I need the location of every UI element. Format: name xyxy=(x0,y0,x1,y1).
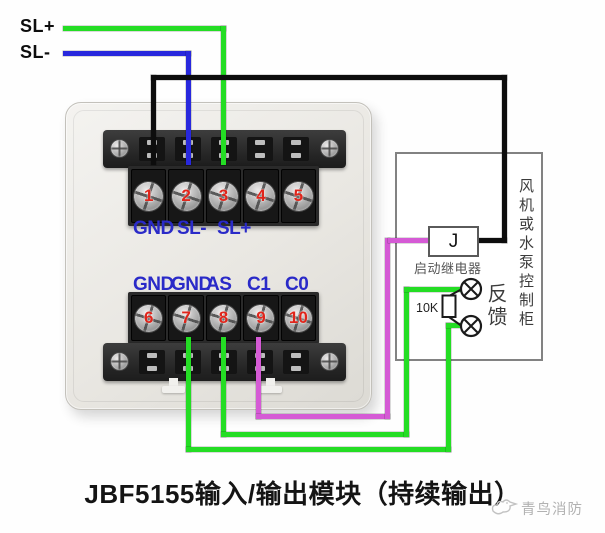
terminal-number: 9 xyxy=(256,308,266,327)
qingniao-bird-logo-icon xyxy=(491,499,519,515)
terminal-number: 2 xyxy=(181,186,191,205)
terminal-6: 6 xyxy=(131,295,167,341)
sl-plus-label: SL+ xyxy=(20,16,56,36)
as-feedback-wire-segment xyxy=(404,287,462,292)
label-sl-minus: SL- xyxy=(177,218,207,239)
module-bottom-clip xyxy=(259,378,282,393)
label-as: AS xyxy=(206,274,232,295)
sl-minus-label: SL- xyxy=(20,42,51,62)
gnd-feedback-wire-segment xyxy=(446,323,462,328)
terminal-number: 6 xyxy=(143,308,154,327)
black-wire-segment xyxy=(502,75,507,243)
c1-wire-segment xyxy=(256,414,390,419)
gnd-feedback-wire-segment xyxy=(446,323,451,452)
terminal-8: 8 xyxy=(205,295,242,341)
start-relay-letter: J xyxy=(448,230,459,252)
control-cabinet-name: 风机或水泵控制柜 xyxy=(517,178,534,330)
terminal-number: 8 xyxy=(218,308,229,327)
terminal-5: 5 xyxy=(280,169,317,223)
label-c1: C1 xyxy=(247,274,271,295)
wire-slot xyxy=(283,137,309,161)
screw-icon xyxy=(111,353,128,370)
sl-minus-wire-segment xyxy=(186,51,191,165)
c1-wire-segment xyxy=(385,238,390,419)
c1-wire-segment xyxy=(256,337,261,419)
sl-plus-wire-segment xyxy=(63,26,226,31)
terminal-10: 10 xyxy=(280,295,317,341)
as-feedback-wire-segment xyxy=(221,432,409,437)
module-bottom-clip xyxy=(162,378,185,393)
terminal-4: 4 xyxy=(242,169,280,223)
wire-slot xyxy=(139,350,165,374)
black-wire-segment xyxy=(475,238,507,243)
label-gnd-6: GND xyxy=(133,274,174,295)
resistor-10k-symbol xyxy=(441,294,457,318)
terminal-1: 1 xyxy=(130,169,167,223)
feedback-terminal-lower-icon xyxy=(459,314,483,338)
terminal-number: 3 xyxy=(218,186,229,205)
start-relay-caption: 启动继电器 xyxy=(414,261,482,276)
module-inner-face xyxy=(73,110,364,402)
feedback-label: 反馈 xyxy=(484,283,506,329)
terminal-3: 3 xyxy=(205,169,242,223)
wire-slot xyxy=(247,137,273,161)
feedback-terminal-upper-icon xyxy=(459,277,483,301)
screw-icon xyxy=(321,353,338,370)
bottom-terminal-block: 6 7 8 9 10 xyxy=(128,292,319,344)
gnd-feedback-wire-segment xyxy=(186,447,451,452)
black-wire-segment xyxy=(151,75,156,165)
as-feedback-wire-segment xyxy=(404,287,409,437)
as-feedback-wire-segment xyxy=(221,337,226,437)
label-c0: C0 xyxy=(285,274,309,295)
terminal-9: 9 xyxy=(243,295,279,341)
terminal-number: 4 xyxy=(256,186,266,205)
watermark: 青鸟消防 xyxy=(489,496,583,520)
terminal-number: 7 xyxy=(181,308,191,327)
terminal-number: 1 xyxy=(143,186,154,205)
watermark-text: 青鸟消防 xyxy=(521,501,583,518)
terminal-7: 7 xyxy=(168,295,204,341)
black-wire-segment xyxy=(151,75,507,80)
label-gnd-top: GND xyxy=(133,218,174,239)
top-terminal-block: 1 2 3 4 5 xyxy=(128,166,319,226)
sl-minus-wire-segment xyxy=(63,51,191,56)
label-gnd-7: GND xyxy=(171,274,212,295)
diagram-title: JBF5155输入/输出模块（持续输出） xyxy=(84,479,521,509)
resistor-value-label: 10K xyxy=(416,301,439,315)
label-sl-plus: SL+ xyxy=(217,218,251,239)
terminal-number: 5 xyxy=(293,186,304,205)
sl-plus-wire-segment xyxy=(221,26,226,165)
screw-icon xyxy=(111,140,128,157)
start-relay-box: J xyxy=(428,226,479,257)
wire-slot xyxy=(283,350,309,374)
terminal-2: 2 xyxy=(167,169,205,223)
terminal-number: 10 xyxy=(288,308,308,327)
screw-icon xyxy=(321,140,338,157)
c1-wire-segment xyxy=(388,238,428,243)
feedback-circuit-graphic xyxy=(441,277,483,338)
gnd-feedback-wire-segment xyxy=(186,337,191,452)
